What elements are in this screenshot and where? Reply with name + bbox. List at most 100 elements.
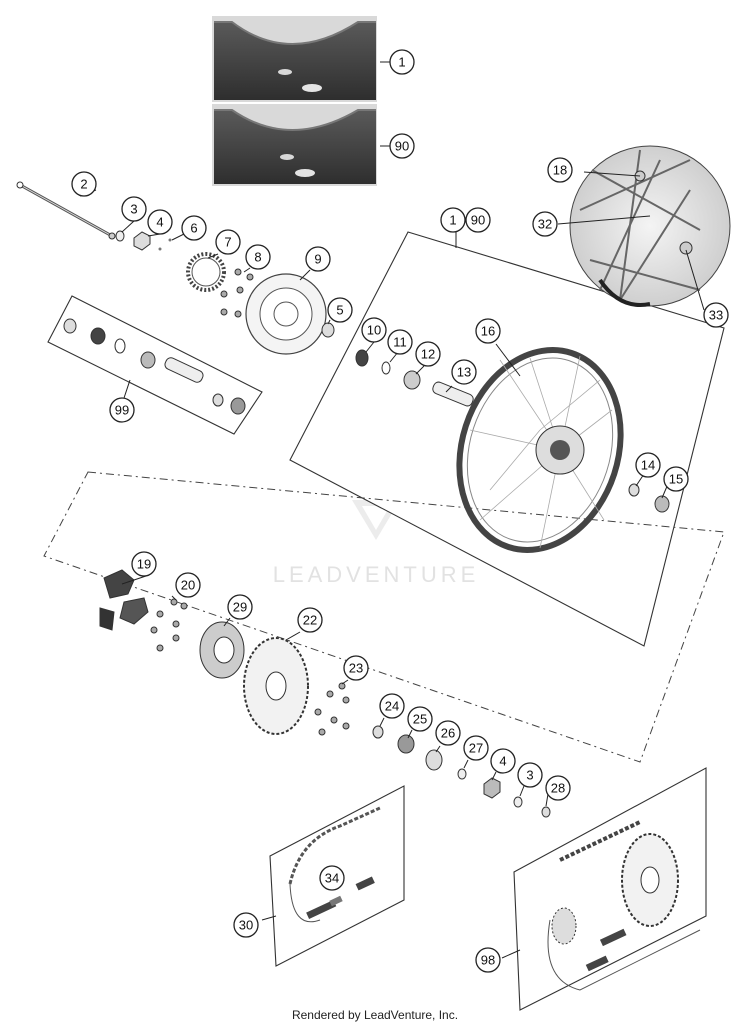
svg-text:4: 4 [499,754,506,769]
callout-23: 23 [343,655,369,681]
svg-text:10: 10 [367,323,381,338]
svg-text:24: 24 [385,699,399,714]
svg-text:8: 8 [254,250,261,265]
bearing-25 [397,734,415,754]
svg-text:11: 11 [393,335,407,350]
bearing-kit-panel [47,295,263,435]
svg-text:1: 1 [449,213,456,228]
callout-22: 22 [297,607,323,633]
small-pin [158,238,172,251]
svg-text:16: 16 [481,324,495,339]
callout-3-b: 3 [517,762,543,788]
seal-10 [355,349,369,367]
callout-1: 1 [389,49,415,75]
svg-text:34: 34 [325,871,339,886]
svg-text:3: 3 [130,202,137,217]
callout-18: 18 [547,157,573,183]
svg-text:5: 5 [336,303,343,318]
brake-disc-bolts [220,268,254,318]
spacer-sleeve-13 [432,381,474,407]
seal-15 [654,495,670,513]
svg-text:26: 26 [441,726,455,741]
svg-text:90: 90 [395,139,409,154]
callout-8: 8 [245,244,271,270]
svg-text:15: 15 [669,472,683,487]
svg-text:1: 1 [398,55,405,70]
cush-drive-group-outline [43,471,725,763]
cush-hub-bolts [150,598,188,652]
callout-30: 30 [233,912,259,938]
callout-25: 25 [407,706,433,732]
rim-photo-1 [212,16,377,102]
sprocket-carrier [199,621,245,679]
callout-3: 3 [121,196,147,222]
callout-27: 27 [463,735,489,761]
svg-text:2: 2 [80,177,87,192]
axle [16,181,116,240]
svg-text:7: 7 [224,235,231,250]
sensor-ring [186,252,226,292]
callout-2: 2 [71,171,97,197]
axle-washer-b [513,796,523,808]
brake-disc [245,273,327,355]
bearing-12 [403,370,421,390]
svg-text:19: 19 [137,557,151,572]
chain-sprocket-kit [547,820,701,991]
callout-98: 98 [475,947,501,973]
callout-6: 6 [181,215,207,241]
svg-text:23: 23 [349,661,363,676]
svg-text:90: 90 [471,213,485,228]
footer-credit: Rendered by LeadVenture, Inc. [291,1008,459,1022]
callout-34: 34 [319,865,345,891]
svg-text:22: 22 [303,613,317,628]
svg-text:99: 99 [115,403,129,418]
callout-99: 99 [109,397,135,423]
rim-photo-90 [212,104,377,186]
callout-20: 20 [175,572,201,598]
chain [288,806,381,923]
bearing-kit-parts [63,318,246,415]
callout-24: 24 [379,693,405,719]
sprocket-nuts [314,682,350,736]
callout-16: 16 [475,318,501,344]
svg-text:3: 3 [526,768,533,783]
svg-text:98: 98 [481,953,495,968]
spoke-nipple-detail [569,145,731,307]
callout-13: 13 [451,359,477,385]
rear-wheel [456,347,624,553]
axle-nut-b [483,777,501,799]
rear-sprocket [243,637,309,735]
callout-5: 5 [327,297,353,323]
callout-29: 29 [227,594,253,620]
nut-28 [541,806,551,818]
svg-text:32: 32 [538,217,552,232]
callout-32: 32 [532,211,558,237]
callout-14: 14 [635,452,661,478]
svg-text:9: 9 [314,252,321,267]
spacer-14 [628,483,640,497]
svg-text:20: 20 [181,578,195,593]
svg-text:4: 4 [156,215,163,230]
callout-11: 11 [387,329,413,355]
callout-1-wheel: 1 [440,207,466,233]
callout-33: 33 [703,302,729,328]
svg-text:30: 30 [239,918,253,933]
svg-text:12: 12 [421,347,435,362]
callout-12: 12 [415,341,441,367]
callout-90-wheel: 90 [465,207,491,233]
svg-text:6: 6 [190,221,197,236]
svg-text:29: 29 [233,600,247,615]
callout-4: 4 [147,209,173,235]
callout-9: 9 [305,246,331,272]
callout-90: 90 [389,133,415,159]
spacer-5 [321,322,335,338]
callout-7: 7 [215,229,241,255]
callout-19: 19 [131,551,157,577]
svg-text:13: 13 [457,365,471,380]
callout-28: 28 [545,775,571,801]
axle-washer [115,230,125,242]
circlip-11 [381,361,391,375]
callout-4-b: 4 [490,748,516,774]
svg-text:25: 25 [413,712,427,727]
